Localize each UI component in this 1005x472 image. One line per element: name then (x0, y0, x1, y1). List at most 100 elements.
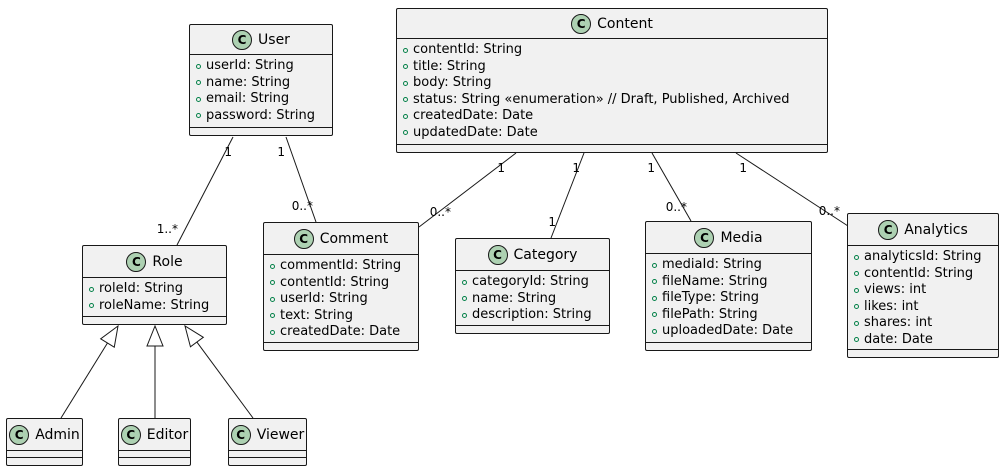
attribute-text: contentId: String (280, 274, 390, 290)
inheritance-arrowhead (99, 324, 119, 349)
public-visibility-icon (270, 280, 275, 286)
attribute-text: fileName: String (662, 273, 768, 289)
attribute-row: name: String (462, 291, 609, 308)
public-visibility-icon (462, 279, 467, 285)
public-visibility-icon (403, 64, 408, 70)
association-line-content-media (651, 152, 692, 222)
class-header: C Viewer (229, 419, 306, 451)
attribute-text: roleName: String (99, 297, 210, 313)
attribute-text: description: String (472, 307, 592, 322)
multiplicity-label: 1 (647, 161, 655, 175)
multiplicity-label: 0..* (819, 204, 840, 218)
multiplicity-label: 0..* (430, 205, 451, 219)
multiplicity-label: 1 (572, 161, 580, 175)
methods-separator (646, 342, 811, 343)
attribute-row: name: String (196, 75, 332, 92)
class-stereotype-icon: C (487, 244, 508, 265)
public-visibility-icon (403, 47, 408, 53)
methods-separator (83, 316, 226, 317)
attribute-row: roleName: String (89, 298, 226, 315)
multiplicity-label: 1 (497, 161, 505, 175)
class-stereotype-icon: C (120, 424, 141, 445)
attribute-text: updatedDate: Date (413, 124, 538, 140)
multiplicity-label: 1..* (157, 222, 178, 236)
public-visibility-icon (196, 113, 201, 119)
attribute-text: contentId: String (413, 42, 523, 57)
attribute-row: mediaId: String (652, 257, 811, 274)
public-visibility-icon (403, 113, 408, 119)
attribute-text: name: String (206, 74, 291, 90)
multiplicity-label: 0..* (666, 200, 687, 214)
public-visibility-icon (854, 320, 859, 326)
class-name: Category (513, 246, 578, 263)
class-viewer: C Viewer (228, 418, 307, 466)
class-stereotype-icon: C (230, 424, 251, 445)
class-name: Analytics (904, 221, 968, 238)
methods-separator (397, 144, 827, 145)
public-visibility-icon (196, 80, 201, 86)
association-line-content-analytics (735, 152, 849, 227)
methods-separator (264, 342, 418, 343)
class-name: Editor (146, 426, 189, 443)
class-name: Admin (35, 426, 80, 443)
attribute-text: password: String (206, 107, 316, 123)
attribute-row: uploadedDate: Date (652, 323, 811, 340)
class-name: Role (152, 253, 183, 270)
class-stereotype-icon: C (694, 227, 715, 248)
attribute-row: analyticsId: String (854, 249, 998, 266)
attribute-row: description: String (462, 307, 609, 324)
attribute-text: contentId: String (864, 265, 974, 281)
attribute-text: shares: int (864, 315, 933, 330)
attribute-row: contentId: String (854, 266, 998, 283)
class-header: C Editor (119, 419, 190, 451)
attribute-row: commentId: String (270, 258, 418, 275)
attribute-row: categoryId: String (462, 274, 609, 291)
methods-separator (229, 457, 306, 458)
public-visibility-icon (403, 130, 408, 136)
class-editor: C Editor (118, 418, 191, 466)
class-header: C Category (456, 239, 609, 271)
attribute-text: mediaId: String (662, 257, 762, 272)
public-visibility-icon (270, 313, 275, 319)
public-visibility-icon (270, 329, 275, 335)
public-visibility-icon (854, 287, 859, 293)
public-visibility-icon (854, 304, 859, 310)
public-visibility-icon (403, 80, 408, 86)
attribute-text: likes: int (864, 298, 919, 314)
attribute-text: createdDate: Date (413, 108, 534, 123)
public-visibility-icon (196, 96, 201, 102)
class-name: Viewer (256, 426, 305, 443)
methods-separator (190, 127, 332, 128)
attribute-text: fileType: String (662, 290, 759, 305)
multiplicity-label: 1 (548, 215, 556, 229)
attribute-text: name: String (472, 290, 557, 306)
class-name: Media (720, 229, 763, 246)
methods-separator (456, 325, 609, 326)
attribute-row: roleId: String (89, 281, 226, 298)
generalization-line-viewer (196, 341, 254, 419)
attribute-row: status: String «enumeration» // Draft, P… (403, 92, 827, 109)
association-line-user-role (176, 136, 234, 246)
attribute-row: password: String (196, 108, 332, 125)
public-visibility-icon (652, 279, 657, 285)
attribute-text: userId: String (206, 58, 294, 73)
attribute-row: shares: int (854, 315, 998, 332)
attribute-row: date: Date (854, 332, 998, 349)
attribute-list (119, 451, 190, 456)
attribute-row: text: String (270, 308, 418, 325)
attribute-row: title: String (403, 59, 827, 76)
class-stereotype-icon: C (878, 219, 899, 240)
public-visibility-icon (270, 296, 275, 302)
